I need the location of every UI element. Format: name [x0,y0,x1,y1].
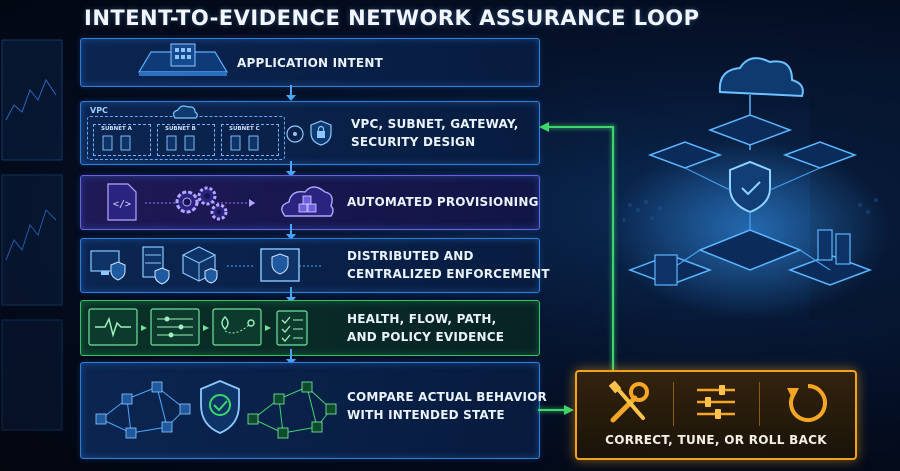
flow-arrow-down [286,161,296,177]
stage-enforcement: DISTRIBUTED AND CENTRALIZED ENFORCEMENT [80,238,550,293]
cube-icon [182,246,218,284]
path-pin-icon [212,308,262,346]
loop-line-up [612,126,614,370]
checklist-icon [276,310,308,346]
central-firewall-icon [227,248,323,282]
gateway-icon [286,125,304,143]
subnet-label: SUBNET B [165,126,196,132]
monitor-shield-icon [90,250,126,281]
stage-compare: COMPARE ACTUAL BEHAVIOR WITH INTENDED ST… [80,362,547,459]
network-mesh-icon [95,381,191,439]
subnet-label: SUBNET A [101,126,132,132]
gear-icon [145,186,255,221]
code-file-icon: </> [107,183,137,221]
sliders-icon [697,385,735,419]
building-icon [137,43,229,76]
heartbeat-icon [88,308,138,346]
loop-arrow-head [564,405,574,415]
page-title: INTENT-TO-EVIDENCE NETWORK ASSURANCE LOO… [84,6,700,30]
stage-evidence: HEALTH, FLOW, PATH, AND POLICY EVIDENCE [80,300,540,356]
feedback-box: CORRECT, TUNE, OR ROLL BACK [575,370,857,460]
stage-label: VPC, SUBNET, GATEWAY, SECURITY DESIGN [351,117,519,149]
flow-arrow-down [286,224,296,240]
wrench-screwdriver-icon [608,380,649,423]
cloud-icon [718,57,804,98]
feedback-divider [759,382,760,426]
shield-check-icon [200,380,240,434]
stage-label: AUTOMATED PROVISIONING [347,195,539,209]
server-icon [142,246,170,285]
shield-check-icon [729,160,771,214]
loop-line-to-feedback [538,409,568,411]
subnet-a [93,124,151,156]
evidence-icons [88,308,308,346]
subnet-b [157,124,215,156]
cloud-icon [281,186,334,217]
stage-label: HEALTH, FLOW, PATH, AND POLICY EVIDENCE [347,312,505,344]
stage-label: APPLICATION INTENT [237,56,383,70]
rollback-icon [787,384,827,422]
svg-text:</>: </> [113,199,131,210]
stage-vpc-design: VPC SUBNET A SUBNET B SUBNET C VPC, SUBN… [80,101,540,165]
subnet-label: SUBNET C [229,126,260,132]
network-mesh-icon [247,381,337,439]
server-icons [102,135,259,151]
feedback-divider [673,382,674,426]
stage-label: COMPARE ACTUAL BEHAVIOR WITH INTENDED ST… [347,390,547,422]
stage-automated-provisioning: </> AUTOMATED PROVISIONING [80,175,540,230]
feedback-label: CORRECT, TUNE, OR ROLL BACK [605,433,827,447]
loop-arrow-head [539,122,549,132]
right-background-network [610,57,900,320]
flow-icon [150,308,200,346]
stage-label: DISTRIBUTED AND CENTRALIZED ENFORCEMENT [347,249,550,281]
loop-line-back [548,126,614,128]
stage-application-intent: APPLICATION INTENT [80,38,540,87]
cloud-icon [172,105,198,119]
vpc-label: VPC [90,106,108,115]
lock-icon [310,120,332,146]
left-background-screens [1,39,63,431]
flow-arrow-down [286,85,296,101]
subnet-c [221,124,279,156]
